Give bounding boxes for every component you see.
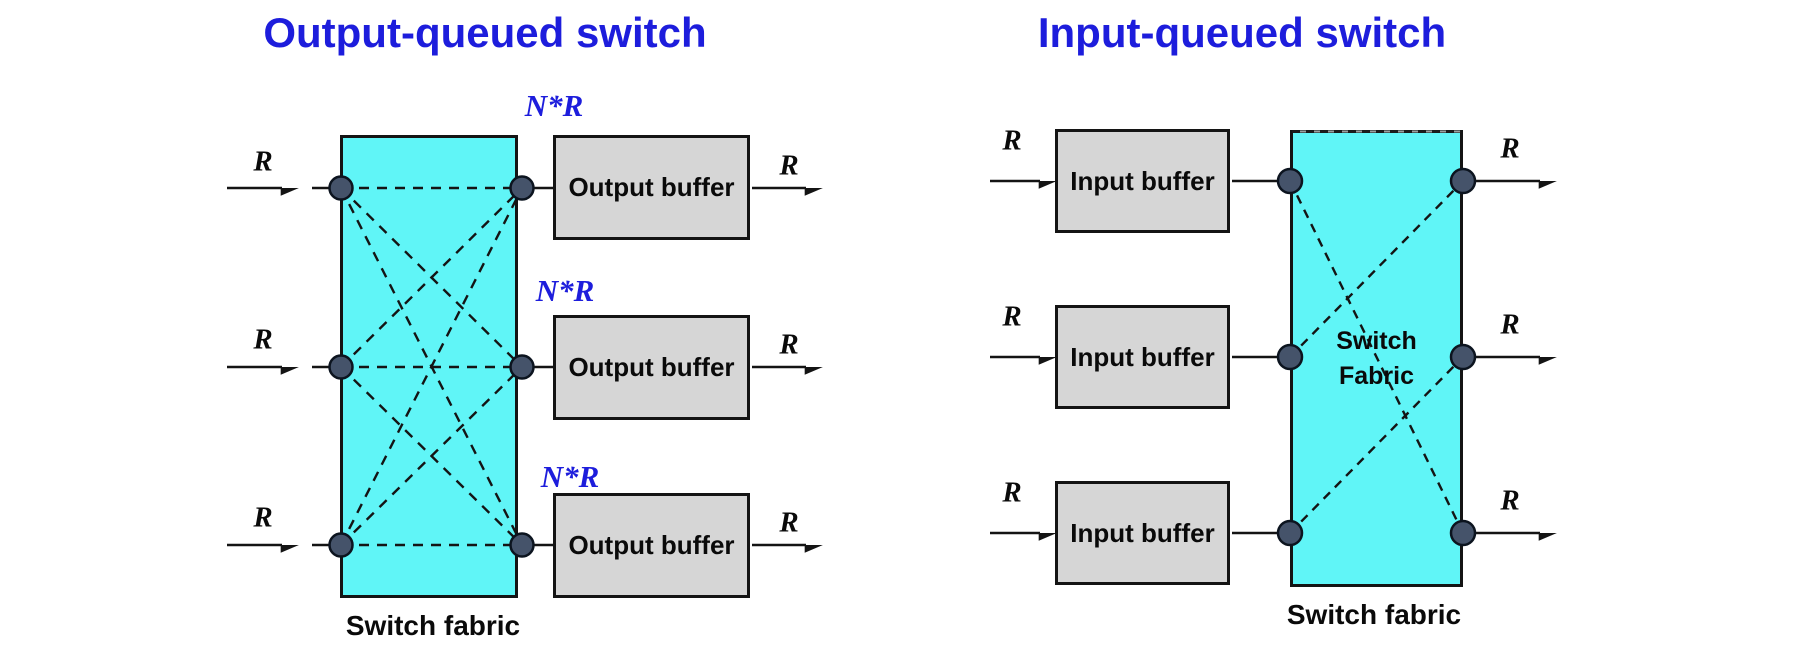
output-buffer-box-3: Output buffer [553, 493, 750, 598]
input-buffer-label-3: Input buffer [1070, 517, 1215, 548]
output-queued-switch-fabric-box [340, 135, 518, 598]
output-buffer-label-1: Output buffer [568, 172, 735, 202]
input-queued-switch-fabric-box [1290, 130, 1463, 587]
output-buffer-label-2: Output buffer [568, 352, 735, 382]
input-buffer-box-1: Input buffer [1055, 129, 1230, 233]
input-buffer-label-2: Input buffer [1070, 341, 1215, 372]
output-buffer-label-3: Output buffer [568, 530, 735, 560]
output-buffer-box-1: Output buffer [553, 135, 750, 240]
input-buffer-box-3: Input buffer [1055, 481, 1230, 585]
output-buffer-box-2: Output buffer [553, 315, 750, 420]
input-buffer-label-1: Input buffer [1070, 165, 1215, 196]
input-buffer-box-2: Input buffer [1055, 305, 1230, 409]
